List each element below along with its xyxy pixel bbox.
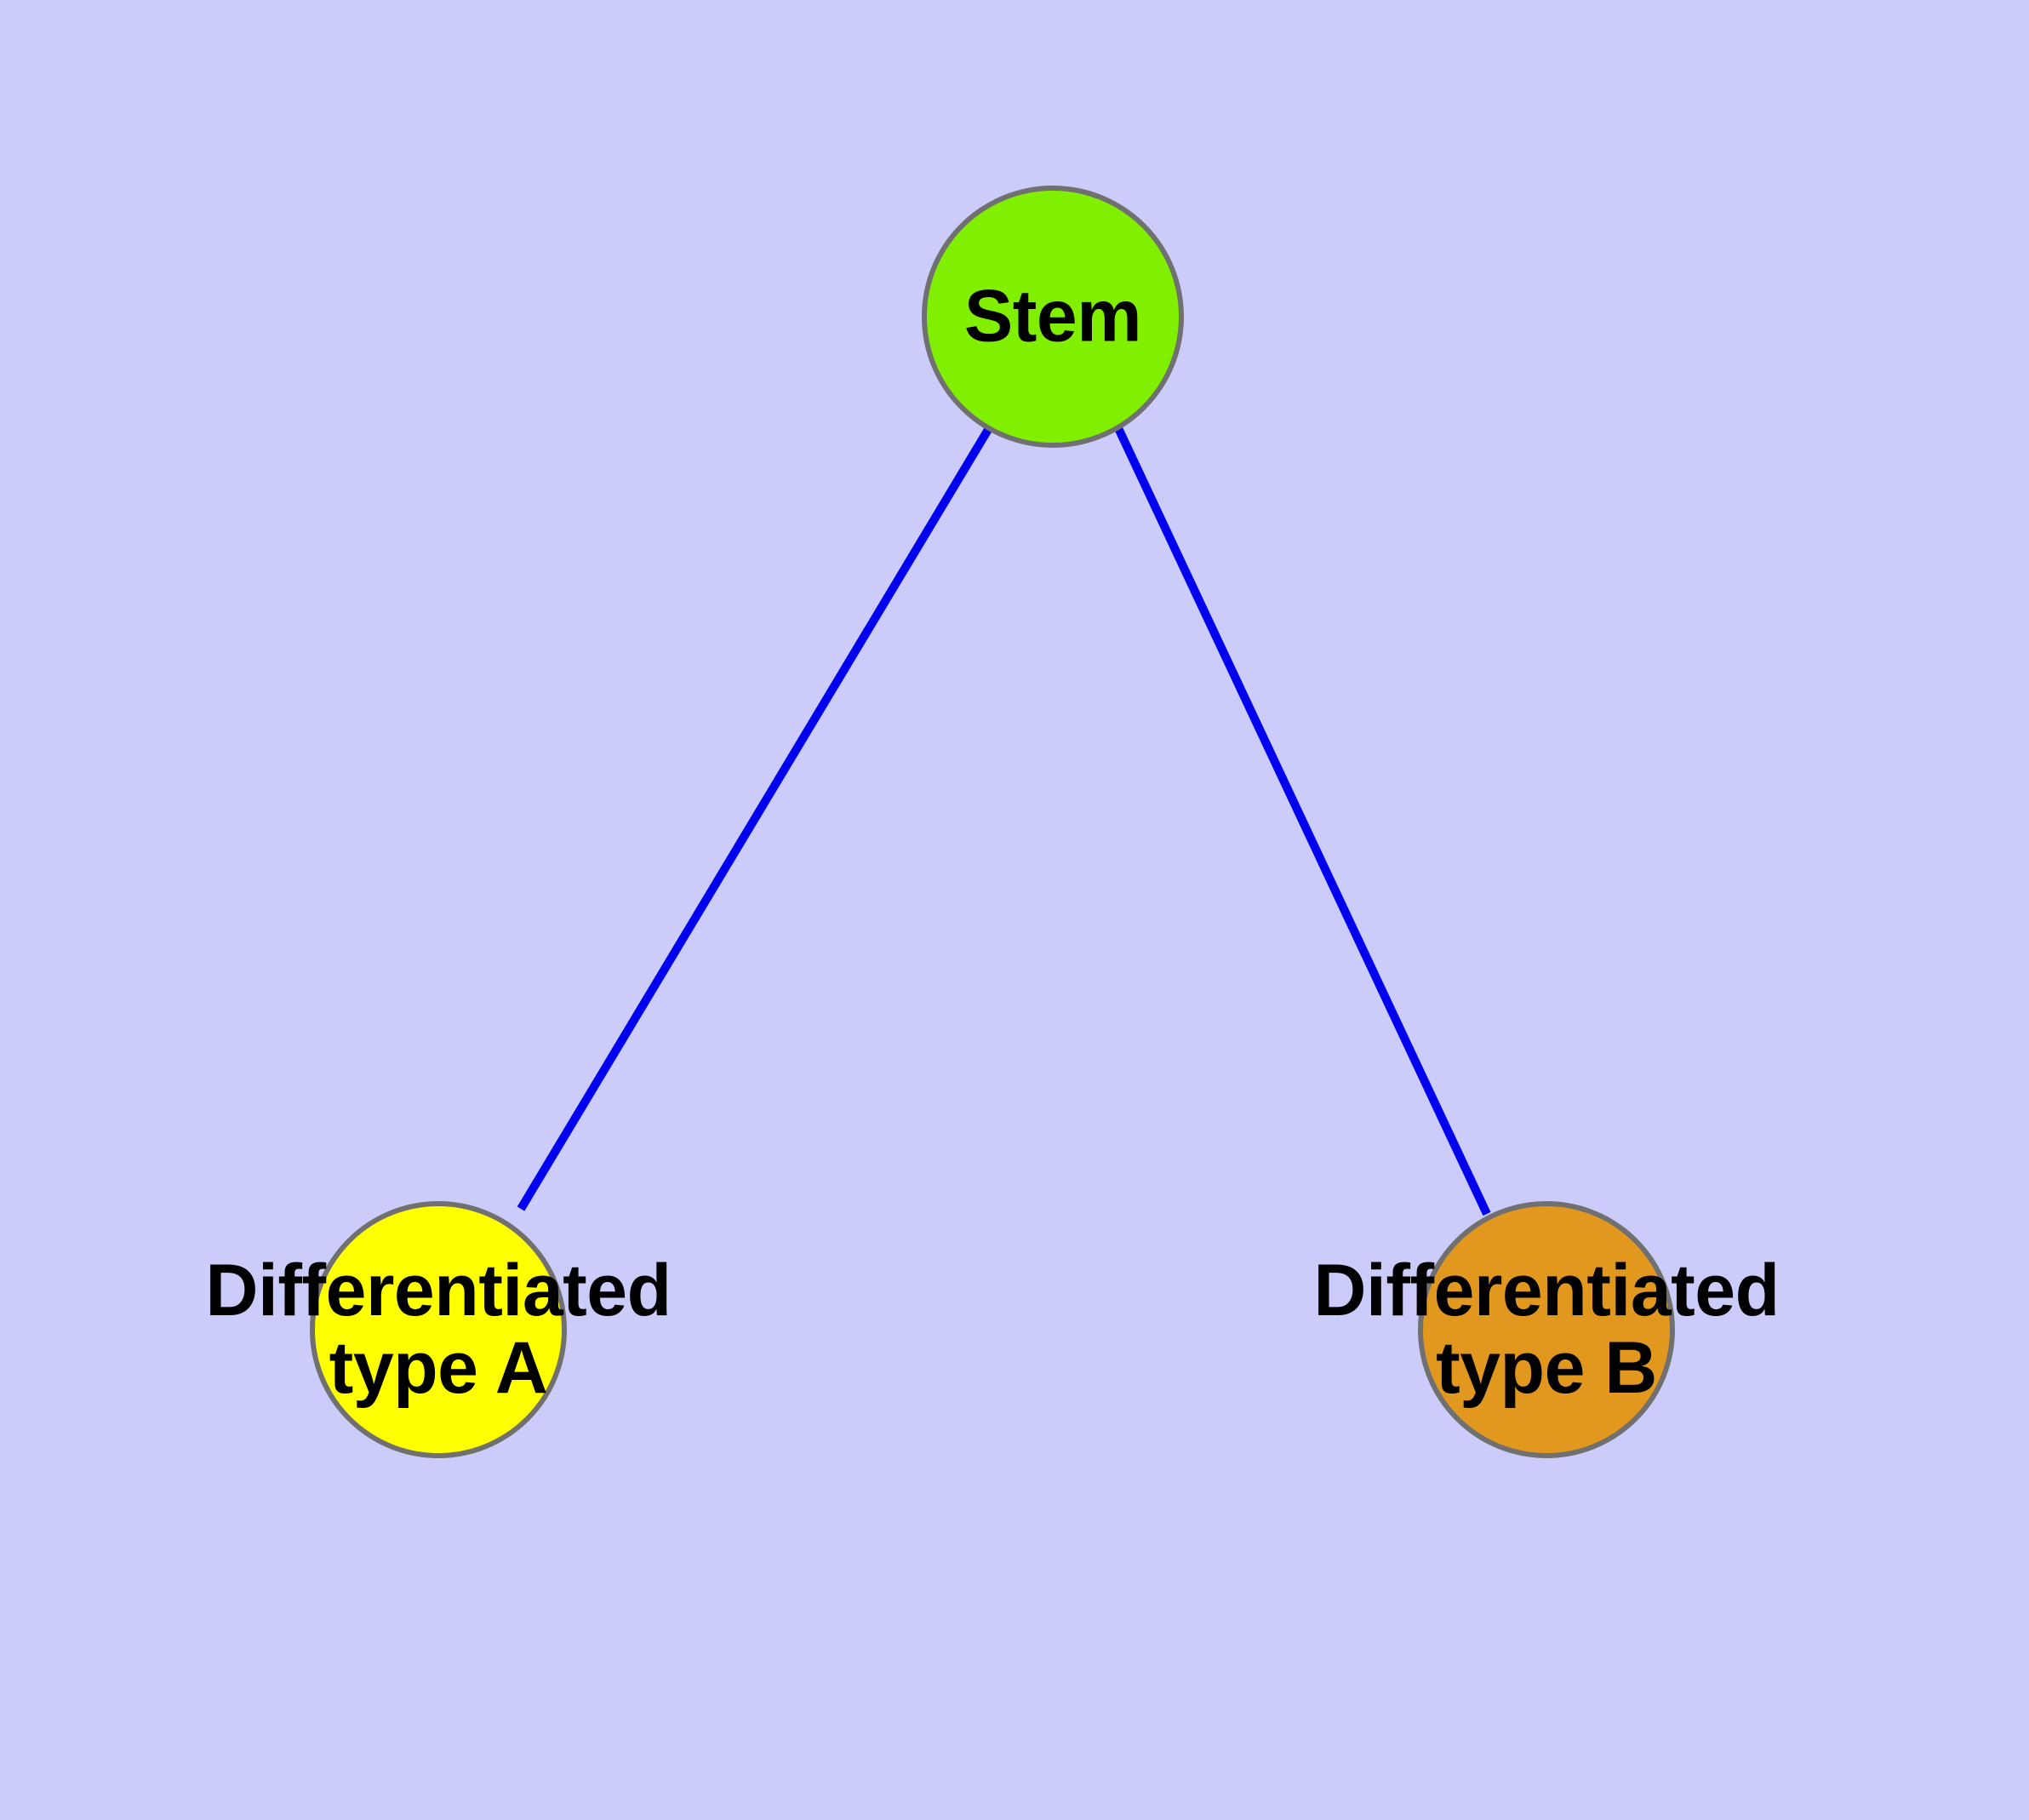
nodes-layer: [310, 186, 1675, 1458]
node-circle-stem[interactable]: [922, 186, 1184, 448]
node-circle-diff_b[interactable]: [1418, 1201, 1675, 1458]
node-circle-diff_a[interactable]: [310, 1201, 567, 1458]
edges-layer: [517, 426, 1491, 1216]
edge-stem-diff-b: [1114, 426, 1491, 1216]
edge-stem-diff-a: [517, 426, 993, 1211]
